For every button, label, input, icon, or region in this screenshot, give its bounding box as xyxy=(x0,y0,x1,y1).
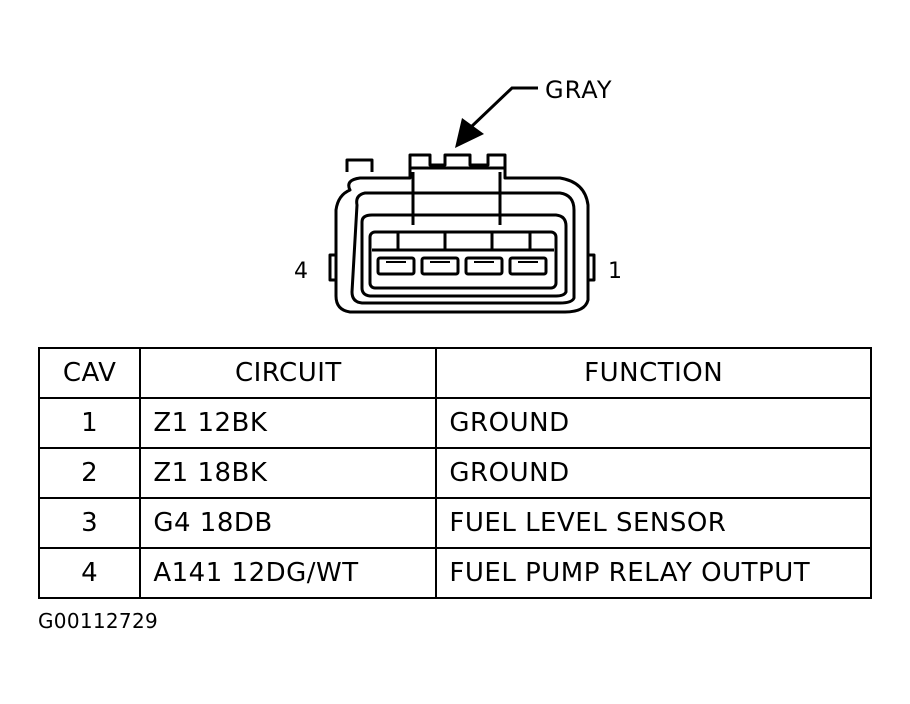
connector-pinout-table: CAV CIRCUIT FUNCTION 1 Z1 12BK GROUND 2 … xyxy=(37,347,872,599)
table-row: 1 Z1 12BK GROUND xyxy=(37,397,872,449)
inner-shroud xyxy=(350,191,576,305)
cell-circuit: Z1 12BK xyxy=(139,397,438,449)
cavity-3 xyxy=(420,256,460,276)
cell-function: GROUND xyxy=(435,447,872,499)
header-function: FUNCTION xyxy=(435,347,872,399)
cavity-1 xyxy=(508,256,548,276)
cell-cav: 4 xyxy=(37,547,142,599)
table-header-row: CAV CIRCUIT FUNCTION xyxy=(37,347,872,399)
latch-tab xyxy=(408,153,507,168)
cell-cav: 2 xyxy=(37,447,142,499)
figure-id: G00112729 xyxy=(38,609,158,633)
cell-function: FUEL PUMP RELAY OUTPUT xyxy=(435,547,872,599)
cell-cav: 1 xyxy=(37,397,142,449)
connector-housing xyxy=(334,166,590,314)
cavity-2 xyxy=(464,256,504,276)
pin-label-4: 4 xyxy=(294,259,308,284)
gray-leader-arrow xyxy=(468,86,538,130)
color-label: GRAY xyxy=(545,76,613,104)
cell-circuit: A141 12DG/WT xyxy=(139,547,438,599)
pin-label-1: 1 xyxy=(608,259,622,284)
cell-circuit: Z1 18BK xyxy=(139,447,438,499)
table-row: 3 G4 18DB FUEL LEVEL SENSOR xyxy=(37,497,872,549)
connector-diagram: GRAY 4 1 xyxy=(294,76,622,314)
cell-circuit: G4 18DB xyxy=(139,497,438,549)
cell-function: GROUND xyxy=(435,397,872,449)
header-cav: CAV xyxy=(37,347,142,399)
header-circuit: CIRCUIT xyxy=(139,347,438,399)
table-row: 2 Z1 18BK GROUND xyxy=(37,447,872,499)
arrow-head-icon xyxy=(455,118,484,148)
table-row: 4 A141 12DG/WT FUEL PUMP RELAY OUTPUT xyxy=(37,547,872,599)
cell-function: FUEL LEVEL SENSOR xyxy=(435,497,872,549)
cavity-block xyxy=(368,230,558,290)
cell-cav: 3 xyxy=(37,497,142,549)
cavity-4 xyxy=(376,256,416,276)
